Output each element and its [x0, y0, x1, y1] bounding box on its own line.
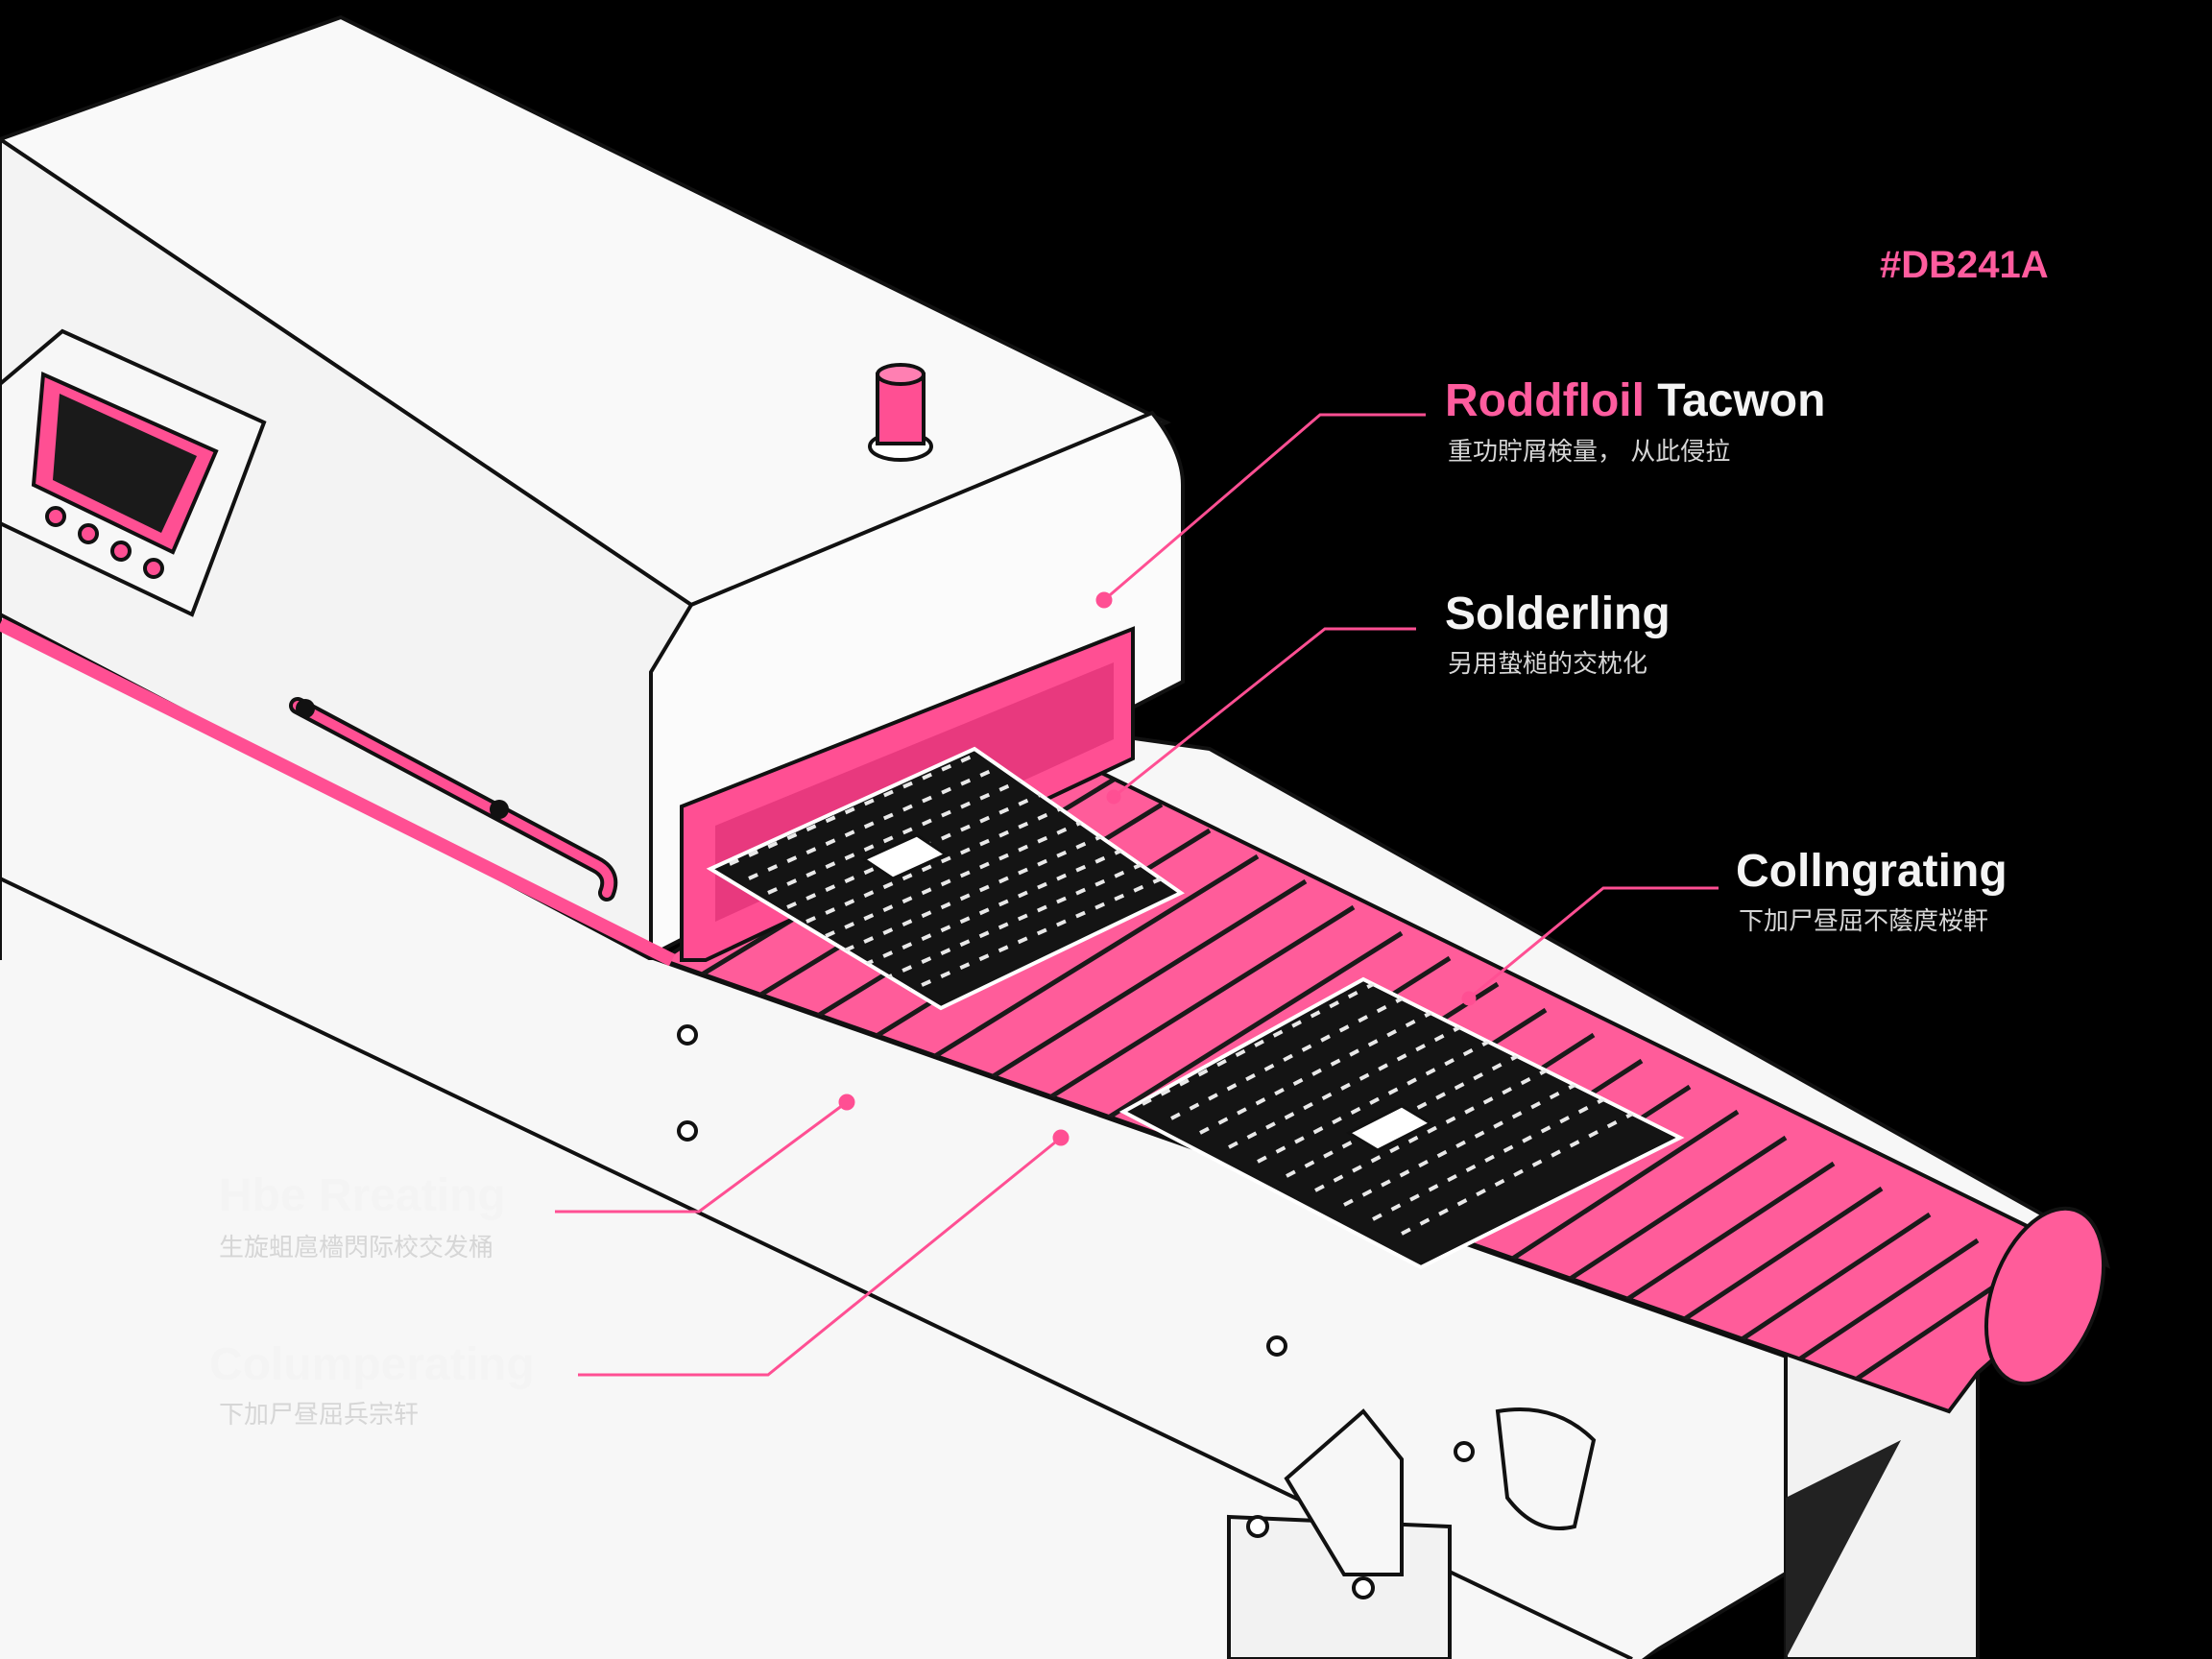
control-button-3 [110, 541, 132, 562]
color-code-label: #DB241A [1880, 244, 2049, 286]
pcb-board-2 [1118, 976, 1685, 1270]
side-trim-and-handle [0, 617, 676, 967]
pcb-2-components [1142, 979, 1643, 1236]
label-reflow-title: Roddfloil Tacwon [1445, 374, 1825, 428]
control-button-2 [78, 523, 99, 544]
pcb-1-components [729, 749, 1163, 996]
conveyor-side-rail [0, 612, 1981, 1659]
label-preheating-subtitle: 生旋蛆扈檣閃际校交发桶 [219, 1234, 494, 1262]
label-soldering-title: Solderling [1445, 589, 1671, 639]
leader-soldering [1113, 627, 1416, 799]
label-reflow-title-part2: Tacwon [1657, 375, 1826, 426]
label-collngrating-subtitle: 下加尸昼屈不蔭庹桜軒 [1739, 907, 1989, 936]
label-columperating-title: Columperating [209, 1339, 535, 1390]
label-reflow-title-part1: Roddfloil [1445, 375, 1645, 426]
leader-preheating [555, 1100, 848, 1214]
control-button-4 [143, 558, 164, 579]
leader-reflow [1103, 413, 1426, 602]
pcb-board-1 [706, 746, 1185, 1011]
control-panel [0, 328, 267, 617]
label-collngrating-title: Collngrating [1736, 846, 2008, 897]
label-reflow-subtitle: 重功貯屑検量， 从此侵拉 [1448, 438, 1731, 467]
leader-collngrating [1468, 886, 1719, 1000]
status-lamp [868, 363, 933, 462]
leader-lines [555, 413, 1719, 1377]
control-button-1 [45, 506, 66, 527]
leader-columperating [578, 1136, 1062, 1377]
label-soldering-subtitle: 另用蛰槌的交枕化 [1448, 650, 1648, 679]
label-columperating-subtitle: 下加尸昼屈兵宗轩 [219, 1401, 420, 1430]
label-preheating-title: Hbe Rreating [219, 1170, 506, 1221]
display-screen-inner [53, 394, 197, 533]
